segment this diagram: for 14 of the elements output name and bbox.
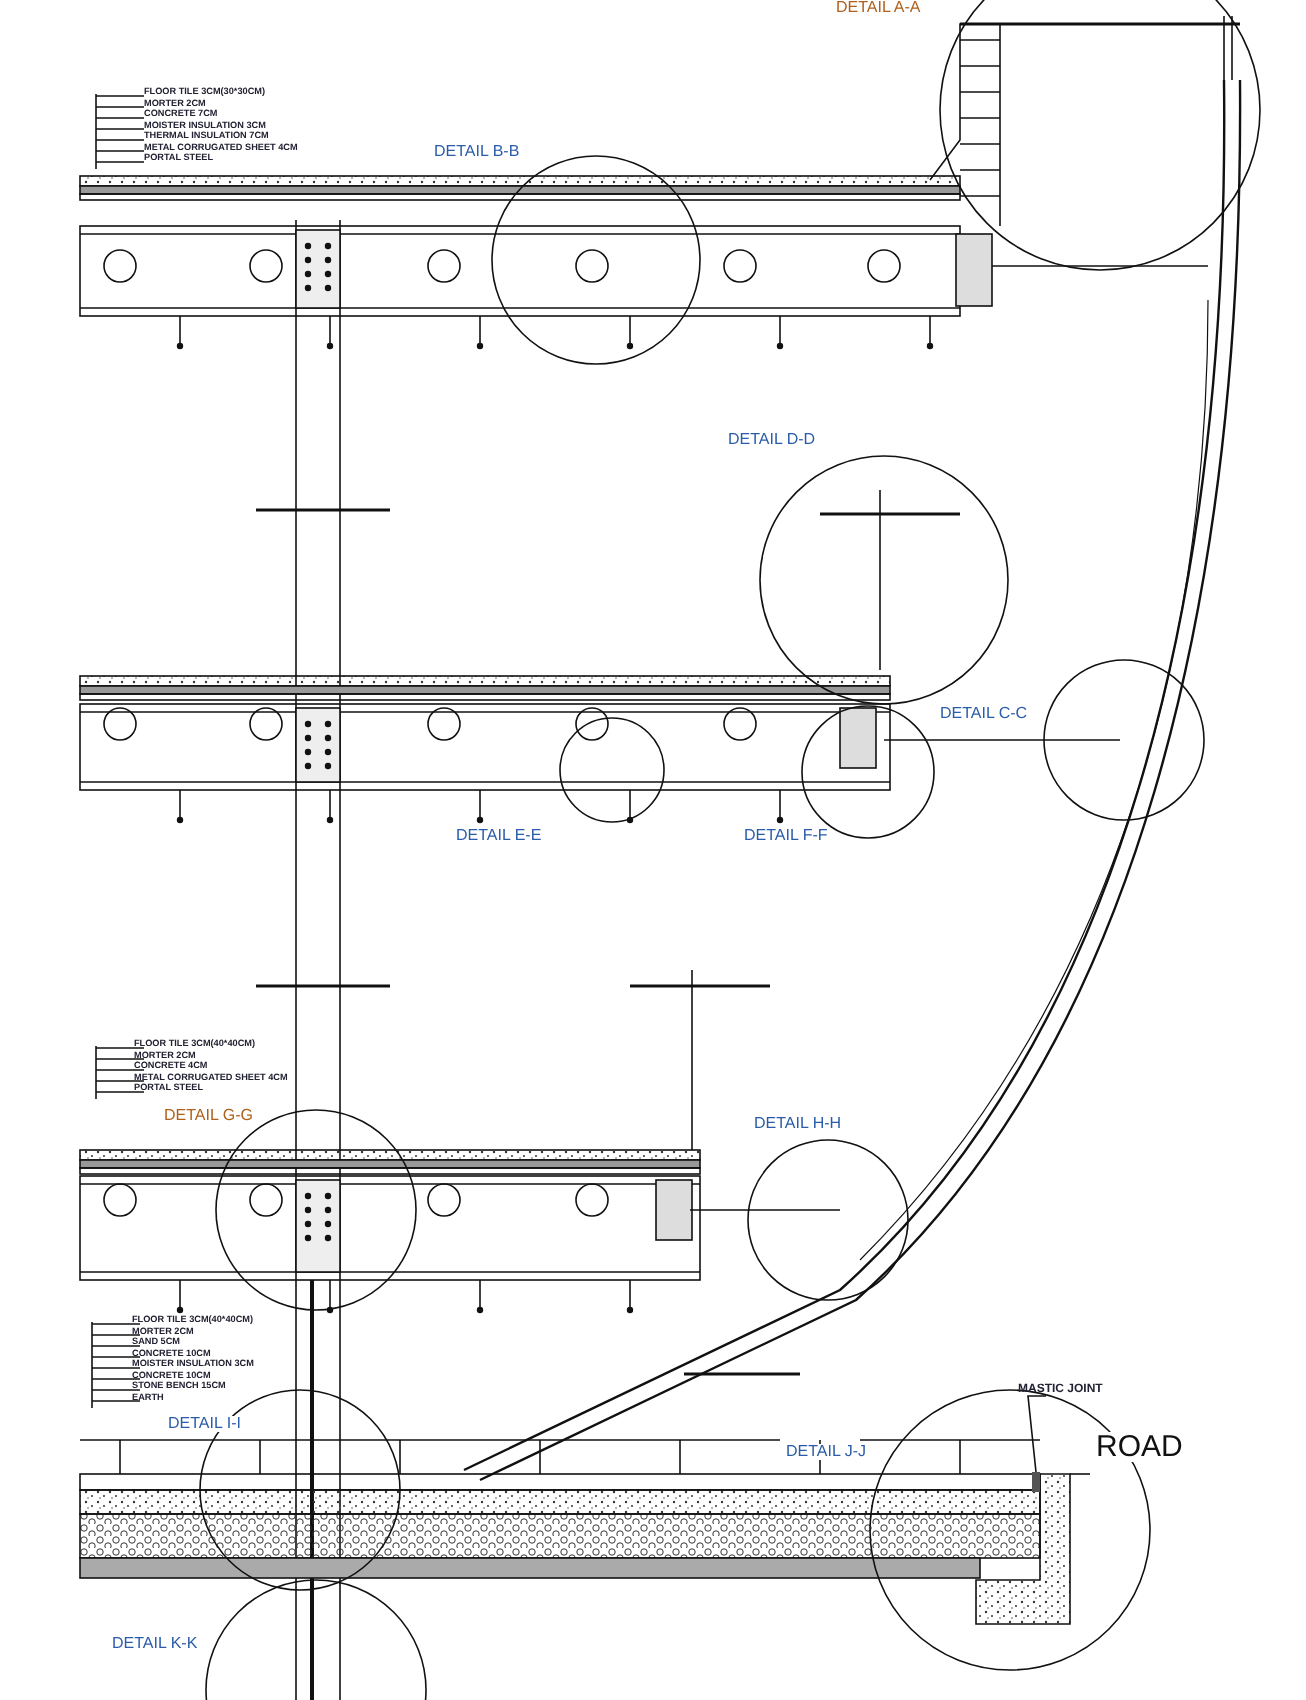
detail-label: DETAIL F-F [744, 828, 828, 844]
detail-label: DETAIL C-C [940, 706, 1028, 722]
detail-label: DETAIL K-K [112, 1636, 198, 1652]
detail-label: DETAIL J-J [786, 1444, 867, 1460]
detail-label: DETAIL H-H [754, 1116, 842, 1132]
detail-label: DETAIL D-D [728, 432, 816, 448]
detail-label: DETAIL G-G [164, 1108, 253, 1124]
detail-label: DETAIL E-E [456, 828, 542, 844]
detail-label: DETAIL A-A [836, 0, 921, 16]
leader-line [1027, 1395, 1047, 1473]
joint-filler [1032, 1472, 1040, 1492]
road-label: ROAD [1096, 1432, 1183, 1462]
detail-label: DETAIL B-B [434, 144, 520, 160]
detail-label: DETAIL I-I [168, 1416, 241, 1432]
